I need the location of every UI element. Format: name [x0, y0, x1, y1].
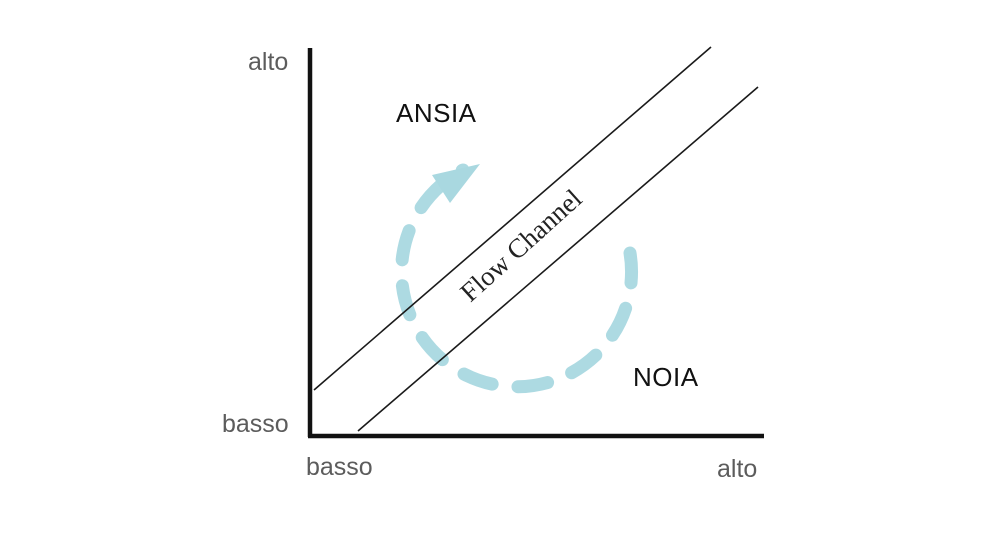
- cycle-arrow-icon: [395, 163, 639, 394]
- x-axis-high-label: alto: [717, 455, 757, 483]
- boredom-region-label: NOIA: [633, 362, 699, 392]
- cycle-arrowhead: [432, 164, 480, 203]
- flow-channel-label: Flow Channel: [454, 183, 587, 307]
- cycle-dashed-path: [395, 163, 639, 394]
- y-axis-low-label: basso: [222, 410, 289, 438]
- x-axis-low-label: basso: [306, 453, 373, 481]
- anxiety-region-label: ANSIA: [396, 98, 477, 128]
- channel-upper-line: [313, 46, 712, 391]
- channel-lower-line: [357, 86, 759, 432]
- y-axis-high-label: alto: [248, 48, 288, 76]
